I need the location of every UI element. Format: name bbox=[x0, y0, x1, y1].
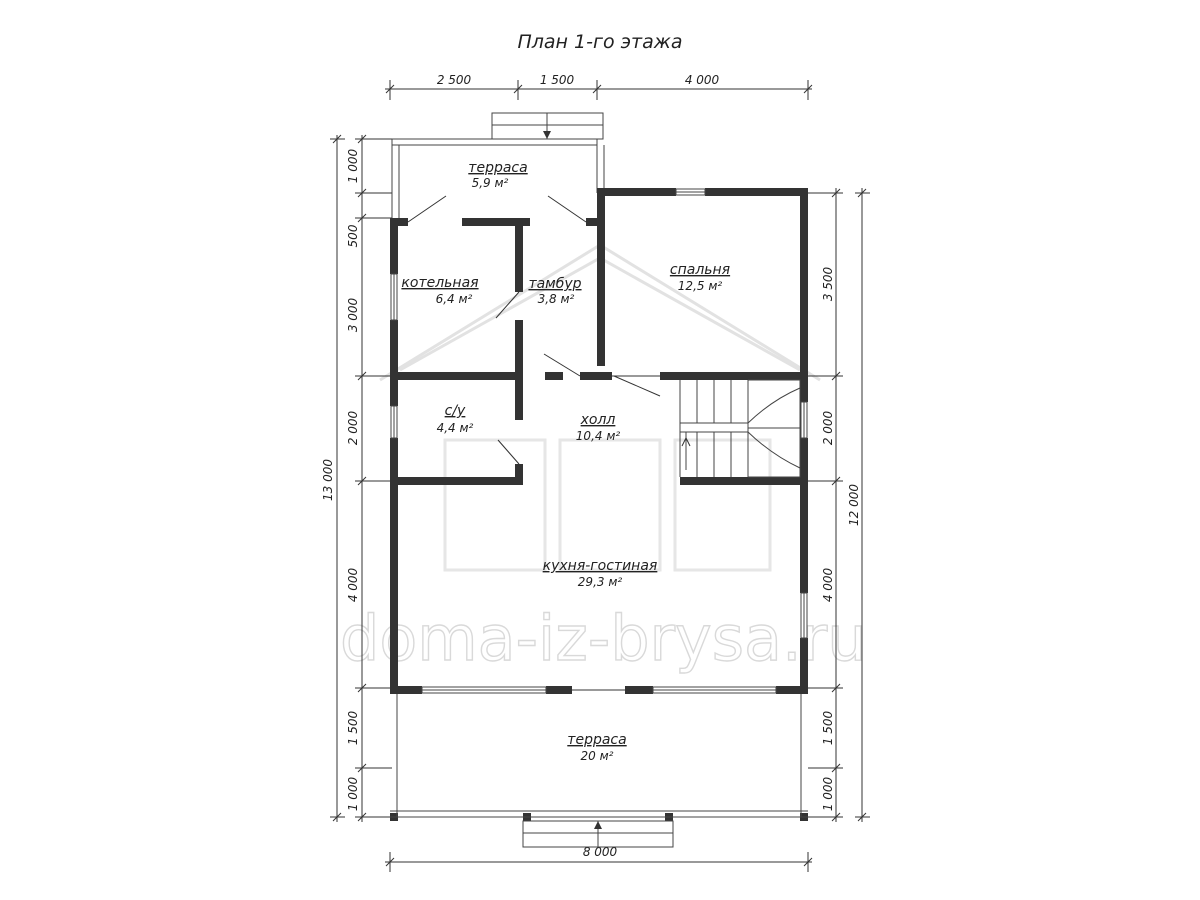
room-area-terrace-top: 5,9 м² bbox=[472, 176, 509, 190]
room-area-vestibule: 3,8 м² bbox=[538, 292, 575, 306]
room-area-bathroom: 4,4 м² bbox=[437, 421, 474, 435]
room-area-terrace-bottom: 20 м² bbox=[581, 749, 614, 763]
room-area-hall: 10,4 м² bbox=[576, 429, 621, 443]
right-dimensions: 3 500 2 000 4 000 1 500 1 000 12 000 bbox=[808, 188, 870, 822]
top-dimensions: 2 500 1 500 4 000 bbox=[385, 73, 813, 100]
room-name-boiler: котельная bbox=[401, 275, 478, 291]
dim-left-4: 2 000 bbox=[346, 410, 360, 445]
room-name-kitchen-living: кухня-гостиная bbox=[543, 558, 658, 574]
dim-top-3: 4 000 bbox=[685, 73, 720, 87]
dim-bottom: 8 000 bbox=[583, 845, 618, 859]
dim-left-7: 1 000 bbox=[346, 776, 360, 811]
watermark: doma-iz-brysa.ru bbox=[339, 243, 867, 676]
room-area-boiler: 6,4 м² bbox=[436, 292, 473, 306]
room-area-kitchen-living: 29,3 м² bbox=[578, 575, 623, 589]
bottom-terrace-structure bbox=[390, 694, 808, 848]
room-name-vestibule: тамбур bbox=[528, 276, 581, 292]
room-area-bedroom: 12,5 м² bbox=[678, 279, 723, 293]
dim-left-5: 4 000 bbox=[346, 567, 360, 602]
dim-top-1: 2 500 bbox=[437, 73, 472, 87]
dim-left-6: 1 500 bbox=[346, 710, 360, 745]
dim-right-3: 4 000 bbox=[821, 567, 835, 602]
dim-left-3: 3 000 bbox=[346, 297, 360, 332]
dim-right-total: 12 000 bbox=[847, 484, 861, 526]
plan-title: План 1-го этажа bbox=[517, 31, 682, 53]
dim-right-2: 2 000 bbox=[821, 410, 835, 445]
room-name-terrace-top: терраса bbox=[468, 160, 527, 176]
dim-left-2: 500 bbox=[346, 224, 360, 247]
room-name-hall: холл bbox=[580, 412, 616, 428]
dim-left-total: 13 000 bbox=[321, 459, 335, 501]
entry-arrow-bottom-icon bbox=[594, 821, 602, 829]
dim-top-2: 1 500 bbox=[540, 73, 575, 87]
doors bbox=[407, 195, 661, 691]
dim-right-4: 1 500 bbox=[821, 710, 835, 745]
windows bbox=[390, 188, 808, 694]
room-name-terrace-bottom: терраса bbox=[567, 732, 626, 748]
dim-right-1: 3 500 bbox=[821, 266, 835, 301]
room-name-bedroom: спальня bbox=[670, 262, 730, 278]
room-name-bathroom: с/у bbox=[445, 403, 466, 419]
stair-arrow-icon bbox=[681, 436, 691, 447]
dim-right-5: 1 000 bbox=[821, 776, 835, 811]
room-labels: терраса 5,9 м² котельная 6,4 м² тамбур 3… bbox=[401, 160, 730, 763]
top-terrace-structure bbox=[391, 112, 605, 218]
staircase bbox=[679, 379, 801, 478]
entry-arrow-icon bbox=[543, 131, 551, 139]
bottom-dimensions: 8 000 bbox=[385, 845, 813, 872]
dim-left-1: 1 000 bbox=[346, 148, 360, 183]
watermark-text: doma-iz-brysa.ru bbox=[340, 602, 867, 675]
left-dimensions: 1 000 500 3 000 2 000 4 000 1 500 1 000 … bbox=[321, 134, 392, 822]
